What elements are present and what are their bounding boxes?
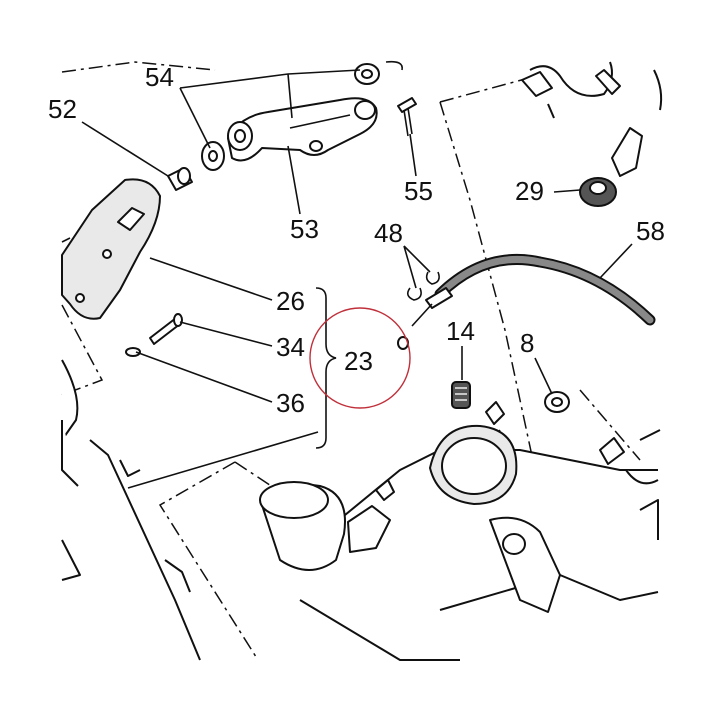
bushing-8[interactable]: [544, 391, 570, 413]
part-labels: 52 54 53 55 29 58 48 26 34 23 36 14 8: [48, 62, 665, 418]
throttle-cable-58[interactable]: [397, 253, 656, 350]
label-8[interactable]: 8: [520, 328, 534, 358]
label-53[interactable]: 53: [290, 214, 319, 244]
label-34[interactable]: 34: [276, 332, 305, 362]
label-58[interactable]: 58: [636, 216, 665, 246]
label-52[interactable]: 52: [48, 94, 77, 124]
clamp-assembly: [521, 61, 663, 177]
label-23[interactable]: 23: [344, 346, 373, 376]
label-55[interactable]: 55: [404, 176, 433, 206]
washer-36[interactable]: [125, 347, 141, 357]
grommet-29[interactable]: [579, 177, 617, 207]
clips-48[interactable]: [406, 271, 440, 301]
bracket-53[interactable]: [227, 97, 378, 162]
spacer-52[interactable]: [167, 167, 193, 191]
highlight-circle-23: [309, 307, 411, 409]
label-29[interactable]: 29: [515, 176, 544, 206]
screw-34[interactable]: [149, 313, 183, 345]
group-brace: [315, 287, 337, 449]
label-26[interactable]: 26: [276, 286, 305, 316]
label-36[interactable]: 36: [276, 388, 305, 418]
washer-54[interactable]: [201, 60, 403, 171]
leader-lines: [81, 69, 633, 489]
guard-plate-26[interactable]: [61, 178, 161, 320]
lower-housing: [61, 359, 661, 661]
spring-14[interactable]: [451, 381, 471, 409]
bolt-55[interactable]: [397, 97, 417, 137]
label-14[interactable]: 14: [446, 316, 475, 346]
label-48[interactable]: 48: [374, 218, 403, 248]
label-54[interactable]: 54: [145, 62, 174, 92]
